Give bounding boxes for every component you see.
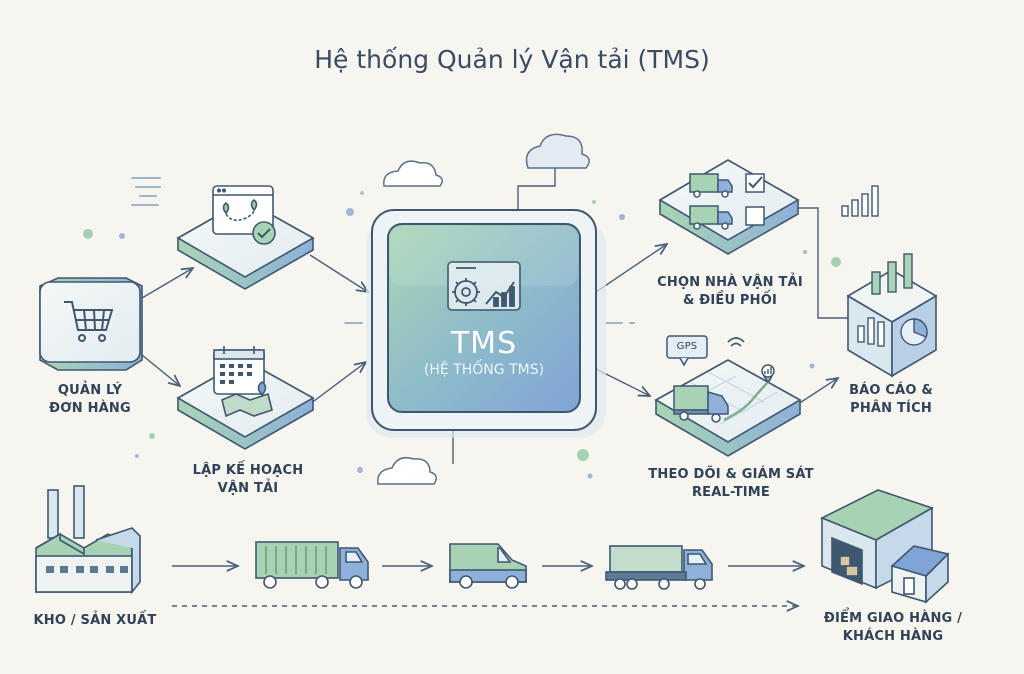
carrier-tile (658, 159, 800, 255)
destination-label-line1: ĐIỂM GIAO HÀNG / (823, 611, 963, 626)
planning-label-line1: LẬP KẾ HOẠCH (192, 463, 304, 478)
tracking-label-line1: THEO DÕI & GIÁM SÁT (648, 467, 814, 482)
cloud-connector (517, 168, 556, 210)
flatbed-truck-icon (605, 545, 713, 590)
order-label-line1: QUẢN LÝ (57, 383, 123, 398)
route-map-check-icon (212, 185, 276, 245)
bar-pie-chart-icon (857, 253, 928, 347)
report-label-line2: PHÂN TÍCH (850, 401, 932, 416)
shopping-cart-icon (64, 301, 114, 342)
order-label: QUẢN LÝ ĐƠN HÀNG (30, 382, 150, 418)
decor-dots (83, 191, 841, 479)
tracking-label: THEO DÕI & GIÁM SÁT REAL-TIME (636, 466, 826, 502)
gear-chart-icon (447, 261, 521, 311)
delivery-van-icon (449, 543, 527, 589)
order-tile (39, 277, 143, 371)
tms-title: TMS (450, 326, 518, 361)
destination-label: ĐIỂM GIAO HÀNG / KHÁCH HÀNG (808, 610, 978, 646)
mini-bars-icon (841, 185, 879, 217)
container-truck-icon (255, 541, 369, 589)
calendar-map-icon (213, 346, 273, 418)
warehouse-house-icon (820, 489, 950, 604)
page-title: Hệ thống Quản lý Vận tải (TMS) (314, 45, 710, 74)
order-label-line2: ĐƠN HÀNG (49, 401, 131, 416)
report-label: BÁO CÁO & PHÂN TÍCH (836, 382, 946, 418)
tms-subtitle: (HỆ THỐNG TMS) (423, 362, 545, 378)
carrier-label-line2: & ĐIỀU PHỐI (682, 293, 778, 308)
tracking-label-line2: REAL-TIME (691, 485, 771, 500)
gps-truck-map-icon (673, 337, 775, 423)
origin-label: KHO / SẢN XUẤT (33, 613, 157, 628)
gps-badge-label: GPS (676, 341, 698, 352)
cloud-icon (377, 456, 437, 485)
report-label-line1: BÁO CÁO & (849, 383, 933, 398)
planning-label: LẬP KẾ HOẠCH VẬN TẢI (168, 462, 328, 498)
destination-label-line2: KHÁCH HÀNG (842, 629, 944, 644)
truck-checklist-icon (689, 173, 765, 230)
planning-label-line2: VẬN TẢI (217, 481, 279, 496)
cloud-icon (525, 133, 590, 169)
factory-icon (35, 485, 141, 595)
gps-badge (666, 335, 708, 367)
carrier-label-line1: CHỌN NHÀ VẬN TẢI (657, 275, 803, 290)
logistics-arrows (172, 566, 804, 606)
tms-core (366, 209, 606, 438)
carrier-label: CHỌN NHÀ VẬN TẢI & ĐIỀU PHỐI (640, 274, 820, 310)
decor-lines (131, 177, 635, 324)
cloud-icon (383, 160, 443, 187)
